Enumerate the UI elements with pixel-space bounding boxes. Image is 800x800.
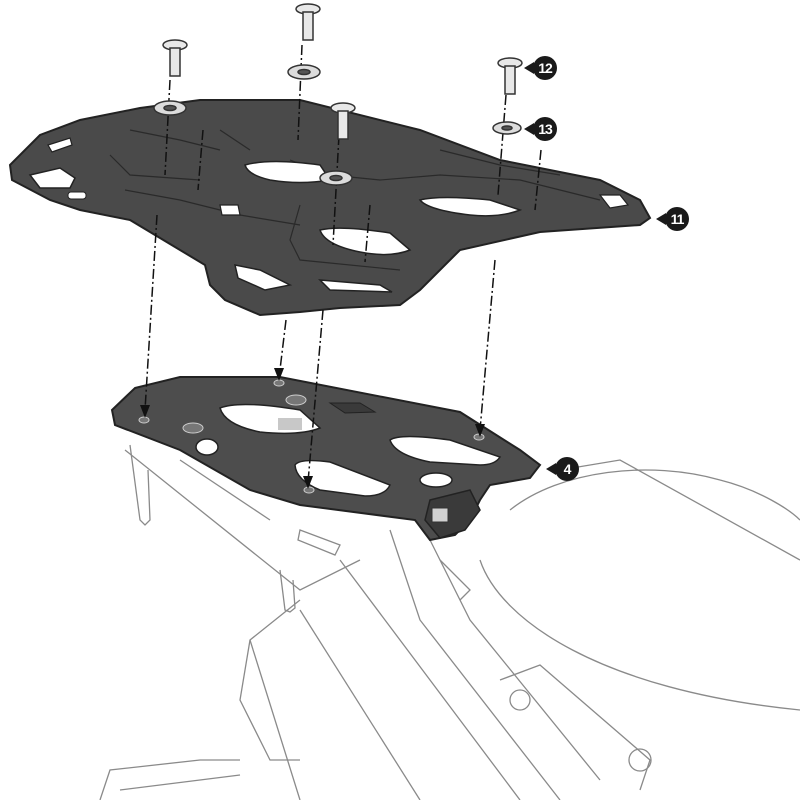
motorcycle-outline xyxy=(99,444,800,800)
callout-4: 4 xyxy=(546,457,579,481)
pointer-icon xyxy=(524,62,534,74)
pointer-icon xyxy=(656,213,666,225)
callout-12: 12 xyxy=(524,56,557,80)
screws-12 xyxy=(162,3,523,140)
callout-number: 4 xyxy=(555,457,579,481)
pointer-icon xyxy=(546,463,556,475)
callout-number: 11 xyxy=(665,207,689,231)
pointer-icon xyxy=(524,123,534,135)
base-plate-4 xyxy=(110,376,542,542)
alignment-arrows xyxy=(140,368,485,489)
callout-number: 12 xyxy=(533,56,557,80)
washers-13 xyxy=(153,64,522,186)
callout-13: 13 xyxy=(524,117,557,141)
alignment-lines xyxy=(144,44,542,483)
callout-number: 13 xyxy=(533,117,557,141)
callout-11: 11 xyxy=(656,207,689,231)
top-plate-11 xyxy=(8,99,652,317)
